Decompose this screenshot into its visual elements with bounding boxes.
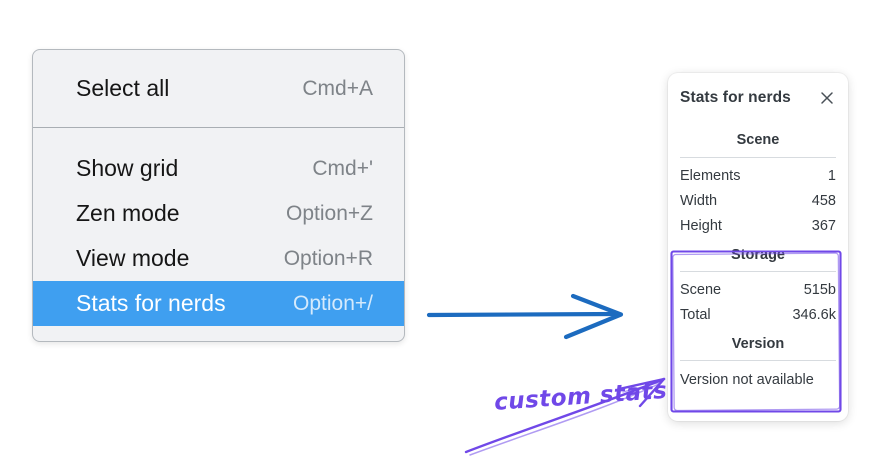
section-divider (680, 157, 836, 158)
menu-item-label: View mode (76, 245, 190, 271)
stats-panel-title: Stats for nerds (680, 89, 791, 106)
stat-value: 367 (811, 217, 836, 234)
menu-shortcut: Option+Z (286, 201, 373, 225)
menu-item-label: Show grid (76, 155, 179, 181)
stat-value: 515b (803, 281, 836, 298)
stat-label: Scene (680, 281, 722, 298)
context-menu: Select all Cmd+A Show grid Cmd+' Zen mod… (32, 49, 405, 342)
stat-label: Width (680, 192, 718, 209)
version-message: Version not available (680, 372, 814, 388)
section-header-version: Version (731, 336, 785, 352)
menu-item-label: Stats for nerds (76, 290, 226, 316)
stat-row-elements: Elements 1 (680, 163, 836, 188)
menu-item-label: Select all (76, 75, 170, 101)
stat-value: 458 (811, 192, 836, 209)
stat-row-scene-storage: Scene 515b (680, 277, 836, 302)
section-divider (680, 360, 836, 361)
menu-item-label: Zen mode (76, 200, 180, 226)
menu-shortcut: Cmd+A (302, 76, 373, 100)
menu-item-stats-for-nerds[interactable]: Stats for nerds Option+/ (33, 281, 404, 326)
stats-panel: Stats for nerds Scene Elements 1 Width 4… (668, 73, 848, 421)
stat-row-height: Height 367 (680, 213, 836, 238)
stat-label: Elements (680, 167, 741, 184)
menu-divider (33, 127, 404, 128)
blue-arrow (426, 293, 624, 340)
menu-shortcut: Option+R (283, 246, 373, 270)
menu-item-show-grid[interactable]: Show grid Cmd+' (33, 146, 404, 191)
stat-value: 1 (827, 167, 836, 184)
close-icon[interactable] (818, 89, 836, 107)
section-header-storage: Storage (731, 247, 785, 263)
stat-row-width: Width 458 (680, 188, 836, 213)
section-header-scene: Scene (736, 132, 780, 148)
menu-item-zen-mode[interactable]: Zen mode Option+Z (33, 191, 404, 236)
menu-group: Show grid Cmd+' Zen mode Option+Z View m… (33, 128, 404, 340)
stat-row-total-storage: Total 346.6k (680, 302, 836, 327)
annotation-label: custom stats (493, 377, 669, 416)
menu-shortcut: Cmd+' (312, 156, 373, 180)
stat-label: Height (680, 217, 722, 234)
menu-shortcut: Option+/ (293, 291, 373, 315)
section-divider (680, 271, 836, 272)
stat-value: 346.6k (792, 306, 836, 323)
stat-label: Total (680, 306, 711, 323)
stats-panel-header: Stats for nerds (680, 88, 836, 108)
menu-item-select-all[interactable]: Select all Cmd+A (33, 50, 404, 127)
menu-item-view-mode[interactable]: View mode Option+R (33, 236, 404, 281)
